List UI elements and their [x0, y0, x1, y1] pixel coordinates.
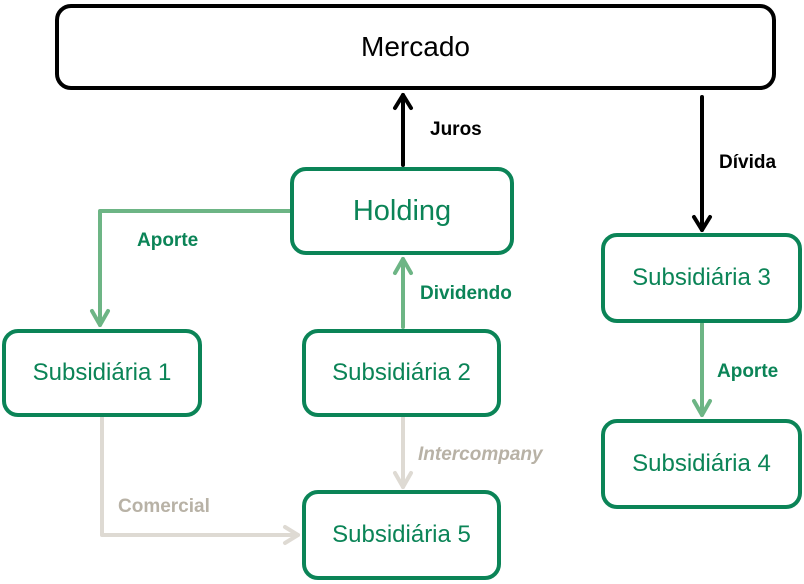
edge-label-aporte-1: Aporte — [137, 230, 199, 251]
node-subsidiaria-5: Subsidiária 5 — [302, 490, 501, 580]
node-subsidiaria-2: Subsidiária 2 — [302, 329, 501, 417]
node-subsidiaria-5-label: Subsidiária 5 — [332, 521, 471, 548]
edge-aporte-2 — [692, 322, 712, 417]
node-subsidiaria-3-label: Subsidiária 3 — [632, 264, 771, 291]
edge-juros — [393, 93, 413, 167]
edge-label-dividendo: Dividendo — [420, 283, 512, 304]
node-subsidiaria-1-label: Subsidiária 1 — [32, 359, 172, 386]
edge-comercial — [100, 416, 300, 545]
node-subsidiaria-4: Subsidiária 4 — [601, 419, 802, 509]
edge-label-divida: Dívida — [719, 152, 777, 173]
edge-divida — [692, 95, 712, 232]
edge-label-aporte-2: Aporte — [717, 361, 779, 382]
node-subsidiaria-1: Subsidiária 1 — [2, 329, 202, 417]
edge-label-juros: Juros — [430, 119, 482, 140]
node-mercado: Mercado — [55, 4, 776, 90]
edge-intercompany — [393, 416, 413, 489]
node-subsidiaria-4-label: Subsidiária 4 — [632, 450, 771, 477]
edge-dividendo — [393, 257, 413, 329]
edge-aporte-1 — [90, 209, 292, 327]
edge-label-comercial: Comercial — [118, 496, 210, 517]
node-mercado-label: Mercado — [361, 31, 470, 62]
node-holding: Holding — [290, 167, 514, 255]
node-subsidiaria-3: Subsidiária 3 — [601, 233, 802, 323]
node-holding-label: Holding — [352, 194, 452, 227]
edge-label-intercompany: Intercompany — [418, 444, 543, 465]
node-subsidiaria-2-label: Subsidiária 2 — [332, 359, 471, 386]
